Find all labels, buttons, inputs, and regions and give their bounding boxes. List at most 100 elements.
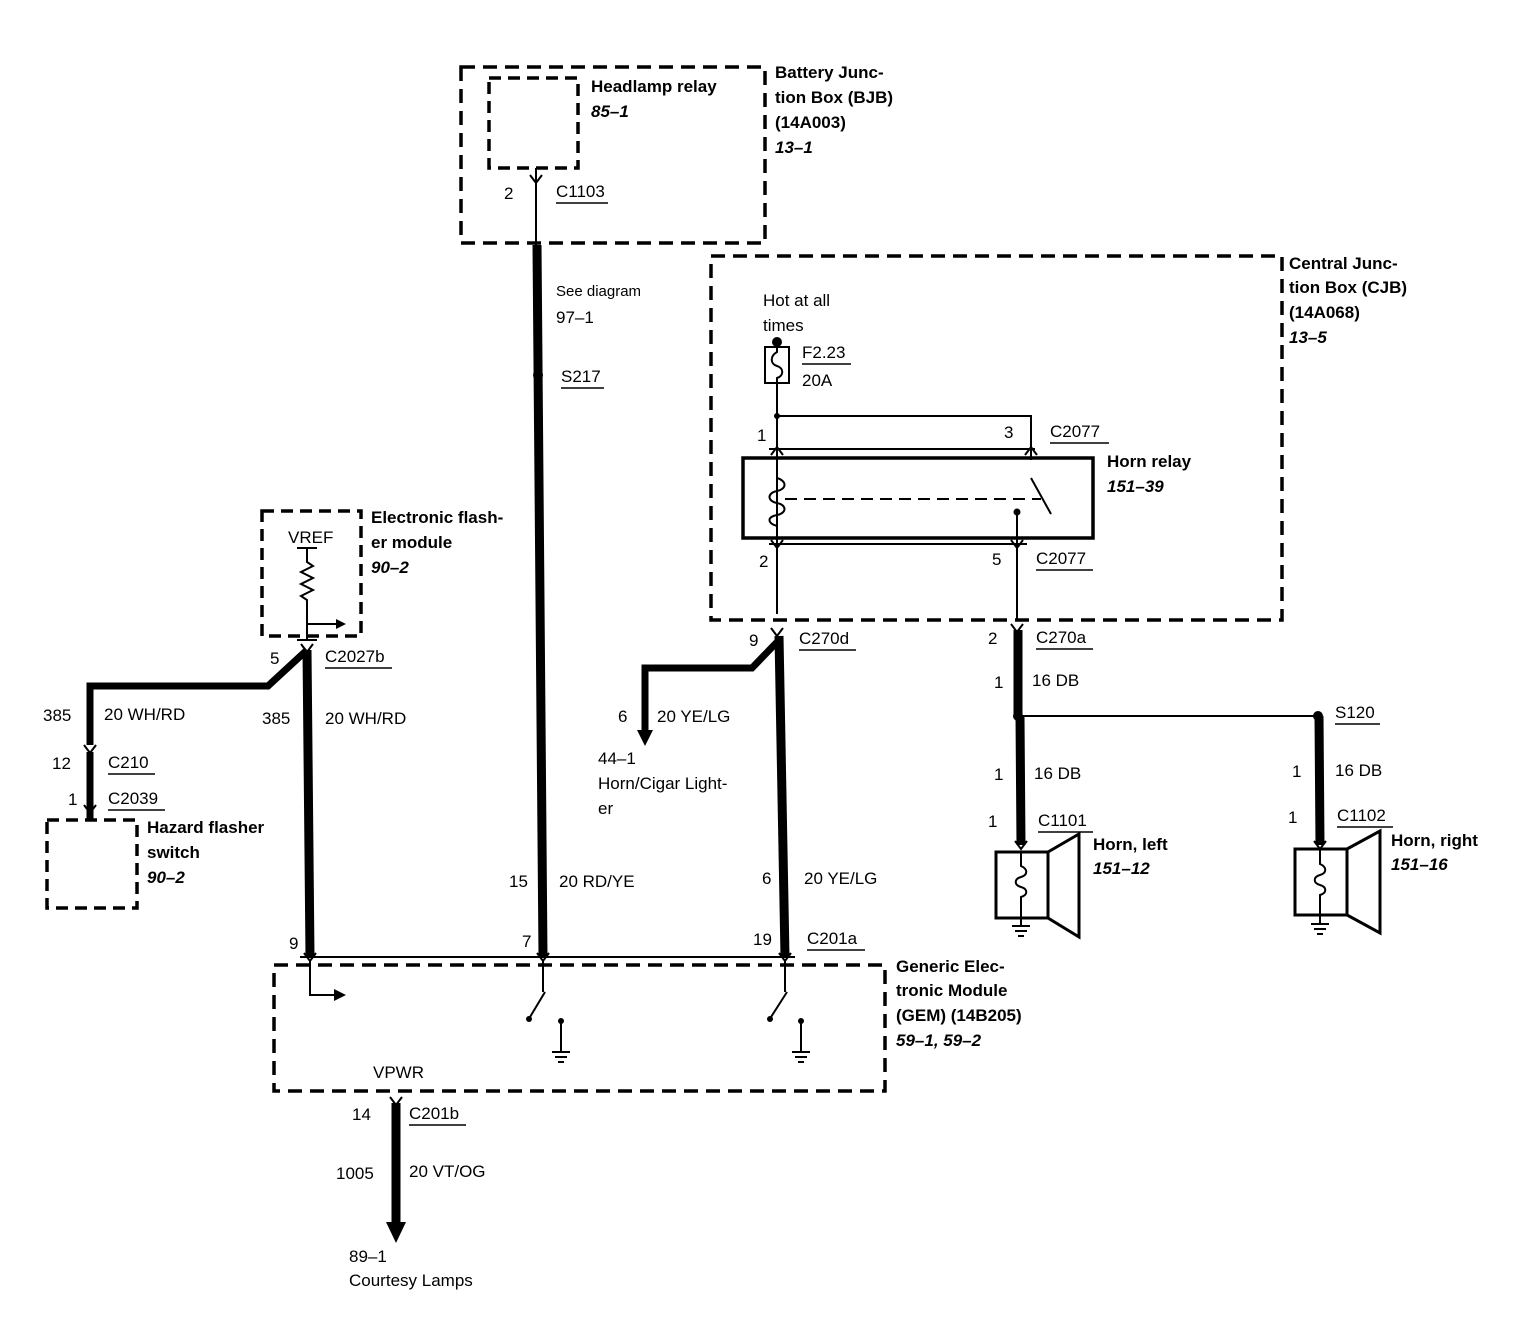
lighter-ref: 44–1 bbox=[598, 749, 636, 768]
horn-left-bell bbox=[1046, 831, 1081, 940]
c1103-connector-symbol bbox=[529, 174, 543, 185]
flasher-title-1: Electronic flash- bbox=[371, 508, 503, 527]
flasher-resistor bbox=[298, 548, 316, 640]
wire-vt-og-spec: 20 VT/OG bbox=[409, 1162, 486, 1181]
c201b-pin: 14 bbox=[352, 1105, 371, 1124]
fuse-name: F2.23 bbox=[802, 343, 845, 362]
relay-pin3: 3 bbox=[1004, 423, 1013, 442]
hazard-title-1: Hazard flasher bbox=[147, 818, 265, 837]
gem-pin7: 7 bbox=[522, 932, 531, 951]
c1101-name: C1101 bbox=[1038, 811, 1087, 830]
fuse-element bbox=[770, 342, 784, 416]
bjb-title-1: Battery Junc- bbox=[775, 63, 884, 82]
wire-16db-right-circuit: 1 bbox=[1292, 762, 1301, 781]
wire-wh-rd-gem-spec: 20 WH/RD bbox=[325, 709, 406, 728]
c2027b-name: C2027b bbox=[325, 647, 385, 666]
gem-pin9: 9 bbox=[289, 934, 298, 953]
horn-right-bell bbox=[1345, 828, 1382, 936]
gem-switch1-contact bbox=[526, 1016, 532, 1022]
gem-title-2: tronic Module bbox=[896, 981, 1007, 1000]
horn-left-ref: 151–12 bbox=[1093, 859, 1150, 878]
cjb-ref: 13–5 bbox=[1289, 328, 1327, 347]
gem-hazard-arrow bbox=[334, 989, 346, 1001]
horn-relay-ref: 151–39 bbox=[1107, 477, 1164, 496]
wire-wh-rd-hazard bbox=[86, 647, 310, 745]
c270a-name: C270a bbox=[1036, 628, 1087, 647]
s120-label: S120 bbox=[1335, 703, 1375, 722]
gem-pin19: 19 bbox=[753, 930, 772, 949]
gem-switch2-arm bbox=[770, 991, 788, 1018]
wire-ye-lg-circuit: 6 bbox=[762, 869, 771, 888]
cjb-box bbox=[709, 254, 1284, 622]
horn-relay-title: Horn relay bbox=[1107, 452, 1192, 471]
lighter-wire-circuit: 6 bbox=[618, 707, 627, 726]
gem-vpwr: VPWR bbox=[373, 1063, 424, 1082]
gem-ground2-icon bbox=[792, 1051, 810, 1063]
s217-label: S217 bbox=[561, 367, 601, 386]
wire-16db-left-spec: 16 DB bbox=[1034, 764, 1081, 783]
bjb-ref: 13–1 bbox=[775, 138, 813, 157]
gem-title-3: (GEM) (14B205) bbox=[896, 1006, 1022, 1025]
wire-16db-right-spec: 16 DB bbox=[1335, 761, 1382, 780]
hazard-title-2: switch bbox=[147, 843, 200, 862]
lighter-arrow bbox=[637, 730, 653, 746]
c1101-pin: 1 bbox=[988, 812, 997, 831]
cjb-part: (14A068) bbox=[1289, 303, 1360, 322]
c2039-name: C2039 bbox=[108, 789, 158, 808]
s217-splice bbox=[533, 370, 543, 380]
cjb-title-2: tion Box (CJB) bbox=[1289, 278, 1407, 297]
hot-line1: Hot at all bbox=[763, 291, 830, 310]
gem-switch2-contact bbox=[767, 1016, 773, 1022]
bjb-part: (14A003) bbox=[775, 113, 846, 132]
horn-right-ref: 151–16 bbox=[1391, 855, 1448, 874]
flasher-output-arrow bbox=[336, 619, 346, 629]
hazard-switch-box bbox=[45, 818, 139, 910]
wire-wh-rd-hazard-spec: 20 WH/RD bbox=[104, 705, 185, 724]
horn-left-ground-icon bbox=[1012, 925, 1030, 937]
c201a-name: C201a bbox=[807, 929, 858, 948]
horn-right-ground-icon bbox=[1311, 923, 1329, 935]
relay-contact-arm bbox=[1030, 477, 1052, 515]
horn-left-coil bbox=[1014, 852, 1028, 926]
courtesy-arrow bbox=[386, 1222, 406, 1243]
c1102-pin: 1 bbox=[1288, 808, 1297, 827]
c210-name: C210 bbox=[108, 753, 149, 772]
c2039-connector-symbol bbox=[83, 804, 97, 815]
gem-switch1-arm bbox=[529, 991, 546, 1018]
wire-rd-ye-circuit: 15 bbox=[509, 872, 528, 891]
relay-feed-wire bbox=[777, 415, 1032, 460]
hot-line2: times bbox=[763, 316, 804, 335]
c210-connector-symbol bbox=[83, 744, 97, 755]
c2027b-pin: 5 bbox=[270, 649, 279, 668]
relay-pin5: 5 bbox=[992, 550, 1001, 569]
flasher-title-2: er module bbox=[371, 533, 452, 552]
relay-pin2-symbol bbox=[770, 539, 784, 550]
c2039-pin: 1 bbox=[68, 790, 77, 809]
headlamp-relay-title: Headlamp relay bbox=[591, 77, 717, 96]
gem-box bbox=[272, 963, 887, 1093]
relay-pin5-symbol bbox=[1010, 539, 1024, 550]
lighter-wire-spec: 20 YE/LG bbox=[657, 707, 730, 726]
wire-rd-ye-spec: 20 RD/YE bbox=[559, 872, 635, 891]
c1102-name: C1102 bbox=[1337, 806, 1386, 825]
flasher-vref: VREF bbox=[288, 528, 333, 547]
see-diagram-line2: 97–1 bbox=[556, 308, 594, 327]
gem-ref: 59–1, 59–2 bbox=[896, 1031, 982, 1050]
wire-wh-rd-hazard-circuit: 385 bbox=[43, 706, 71, 725]
courtesy-label: Courtesy Lamps bbox=[349, 1271, 473, 1290]
wire-wh-rd-gem-circuit: 385 bbox=[262, 709, 290, 728]
relay-pin1: 1 bbox=[757, 426, 766, 445]
relay-pin2: 2 bbox=[759, 552, 768, 571]
wire-ye-lg bbox=[774, 635, 790, 958]
horn-left-title: Horn, left bbox=[1093, 835, 1168, 854]
cjb-title-1: Central Junc- bbox=[1289, 254, 1398, 273]
c1103-name: C1103 bbox=[556, 182, 605, 201]
see-diagram-line1: See diagram bbox=[556, 283, 641, 300]
flasher-ref: 90–2 bbox=[371, 558, 409, 577]
wire-16db-right bbox=[1314, 715, 1325, 846]
courtesy-ref: 89–1 bbox=[349, 1247, 387, 1266]
c2077-top-name: C2077 bbox=[1050, 422, 1100, 441]
hazard-ref: 90–2 bbox=[147, 868, 185, 887]
wire-wh-rd-gem bbox=[302, 649, 315, 958]
